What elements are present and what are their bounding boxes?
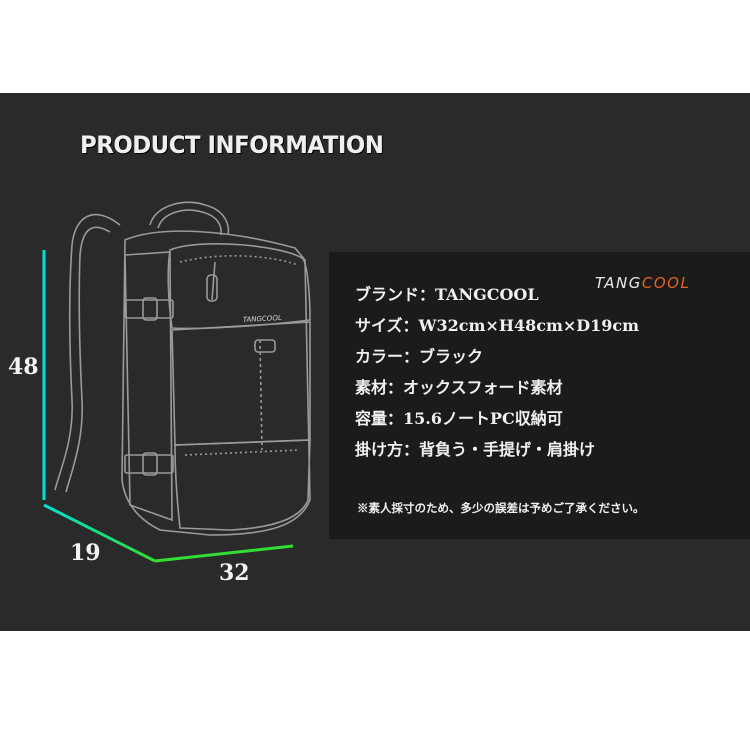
- brand-logo-part2: COOL: [641, 274, 691, 292]
- backpack-illustration: TANGCOOL: [42, 201, 311, 563]
- measurement-note: ※素人採寸のため、多少の誤差は予めご了承ください。: [357, 501, 645, 515]
- spec-list: ブランド：TANGCOOL サイズ：W32cm×H48cm×D19cm カラー：…: [355, 283, 639, 469]
- backpack-outline: [54, 201, 311, 536]
- spec-box: [329, 252, 750, 539]
- height-dimension-label: 48: [8, 354, 39, 380]
- spec-capacity: 容量：15.6ノートPC収納可: [355, 409, 563, 428]
- width-dimension-label: 32: [219, 560, 250, 586]
- spec-size: サイズ：W32cm×H48cm×D19cm: [355, 316, 640, 335]
- spec-brand: ブランド：TANGCOOL: [355, 285, 539, 304]
- spec-color: カラー：ブラック: [355, 347, 484, 366]
- bag-print-label: TANGCOOL: [243, 314, 282, 324]
- brand-logo-part1: TANG: [595, 274, 642, 292]
- dimension-lines: [42, 250, 294, 563]
- brand-logo: TANGCOOL: [595, 274, 690, 292]
- page-title: PRODUCT INFORMATION: [80, 131, 384, 159]
- spec-material: 素材：オックスフォード素材: [355, 378, 563, 397]
- spec-carry-style: 掛け方：背負う・手提げ・肩掛け: [355, 440, 596, 459]
- depth-dimension-label: 19: [70, 540, 101, 566]
